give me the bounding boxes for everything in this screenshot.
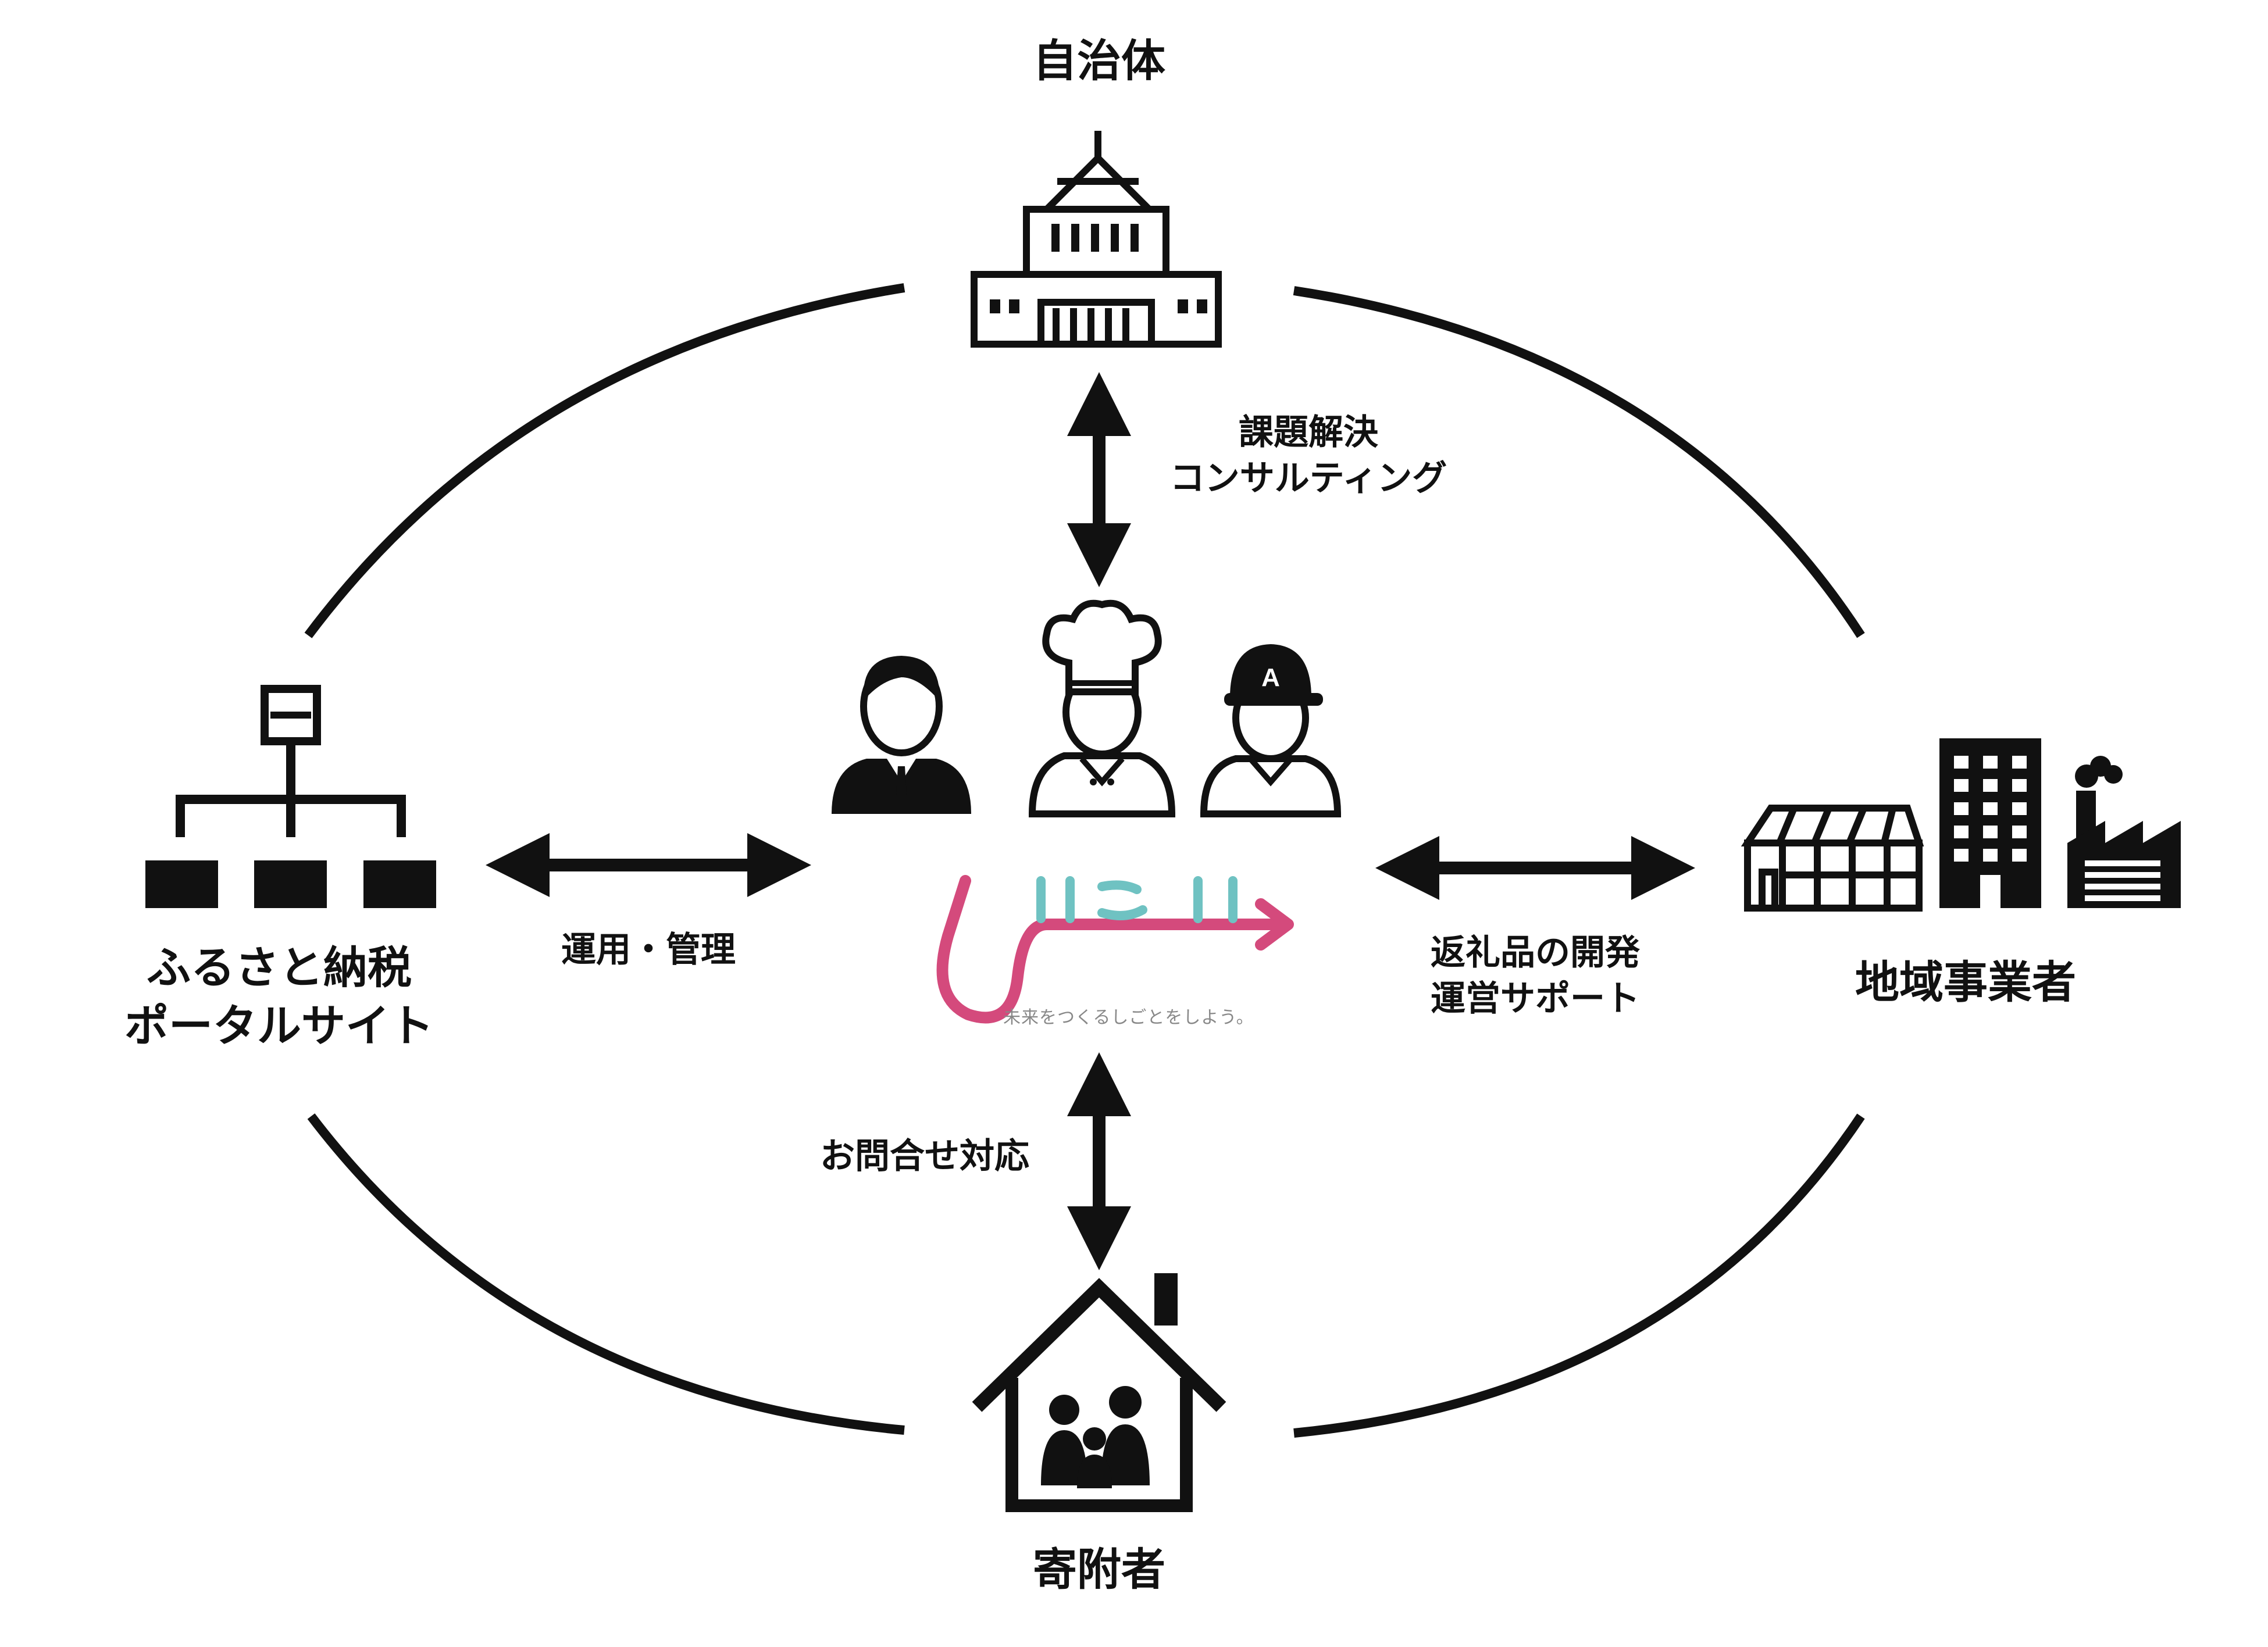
chef-icon <box>1028 599 1176 817</box>
worker-cap-icon: A <box>1200 644 1342 817</box>
ecosystem-cycle <box>304 283 1865 1438</box>
staff-people-icon: A <box>832 599 1342 817</box>
svg-text:A: A <box>1261 663 1280 692</box>
greenhouse-icon <box>1741 805 1924 912</box>
arc-top-right <box>1293 286 1865 638</box>
house-family-icon <box>972 1273 1226 1512</box>
logo-tagline: 未来をつくるしごとをしよう。 <box>1003 1008 1254 1028</box>
logo-letters <box>1036 876 1238 923</box>
edge-label-inquiry: お問合せ対応 <box>820 1136 1029 1177</box>
edge-label-consulting: 課題解決 コンサルティング <box>1169 412 1447 499</box>
node-label-municipality: 自治体 <box>1033 35 1165 87</box>
edge-label-operation: 運用・管理 <box>561 930 736 970</box>
arc-bottom-left <box>307 1113 905 1435</box>
node-label-portal-site: ふるさと納税 ポータルサイト <box>124 942 434 1052</box>
business-buildings-icon <box>1741 738 2181 912</box>
businessman-icon <box>832 656 971 814</box>
node-label-donors: 寄附者 <box>1033 1544 1165 1595</box>
mirai-logo <box>936 875 1294 1024</box>
office-tower-icon <box>1939 738 2041 908</box>
factory-icon <box>2067 756 2181 908</box>
government-building-icon <box>971 131 1222 348</box>
arc-bottom-right <box>1293 1113 1865 1438</box>
hierarchy-chart-icon <box>145 685 436 908</box>
edge-label-development-support: 返礼品の開発 運営サポート <box>1431 933 1640 1020</box>
logo-swoosh <box>936 875 1285 1024</box>
node-label-local-businesses: 地域事業者 <box>1855 956 2076 1008</box>
arc-top-left <box>304 283 905 638</box>
